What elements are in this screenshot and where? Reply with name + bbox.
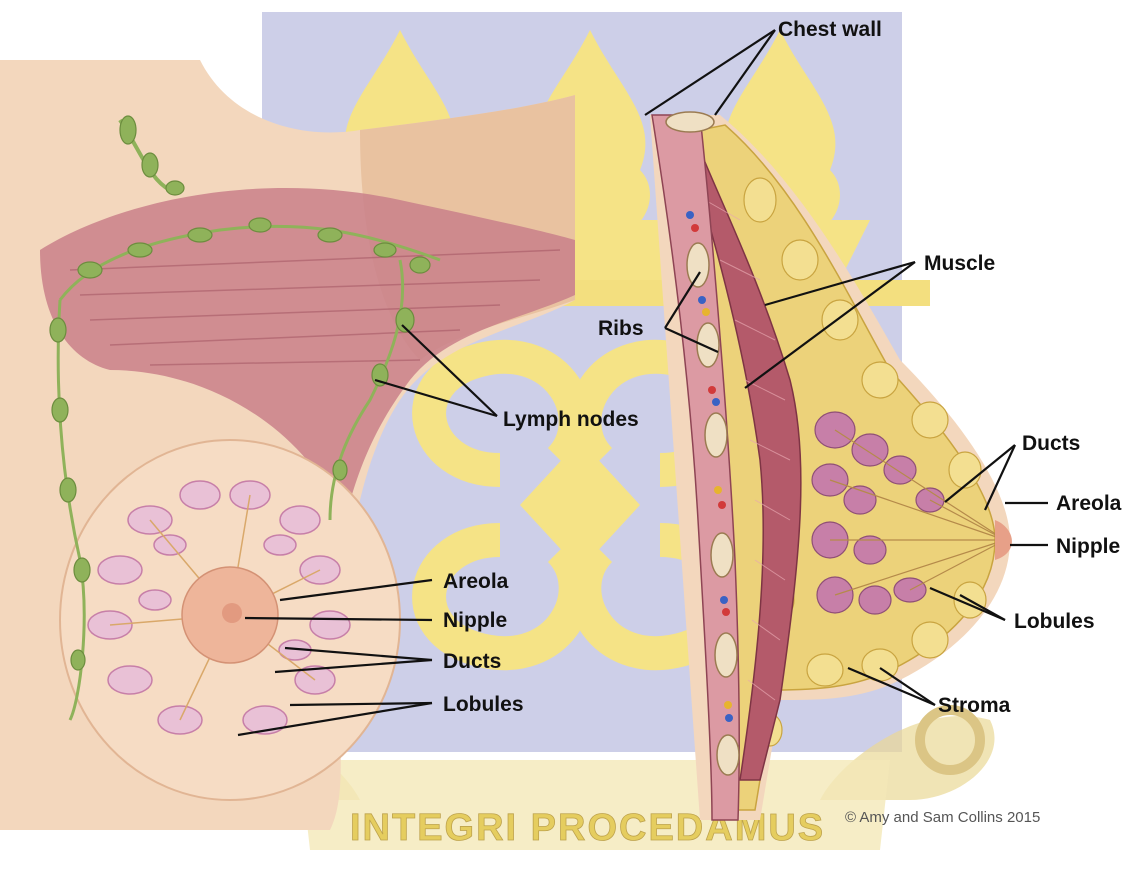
label-chest-wall: Chest wall xyxy=(778,18,882,41)
nipple-frontal xyxy=(222,603,242,623)
label-lobules-left: Lobules xyxy=(443,693,524,716)
label-ducts-right: Ducts xyxy=(1022,432,1080,455)
label-nipple-right: Nipple xyxy=(1056,535,1120,558)
credit-text: © Amy and Sam Collins 2015 xyxy=(845,809,1040,826)
label-nipple-left: Nipple xyxy=(443,609,507,632)
nipple-section xyxy=(995,520,1012,560)
label-lymph-nodes: Lymph nodes xyxy=(503,408,639,431)
label-areola-right: Areola xyxy=(1056,492,1122,515)
label-muscle: Muscle xyxy=(924,252,995,275)
label-areola-left: Areola xyxy=(443,570,509,593)
label-ribs: Ribs xyxy=(598,317,644,340)
label-ducts-left: Ducts xyxy=(443,650,501,673)
label-stroma: Stroma xyxy=(938,694,1011,717)
label-lobules-right: Lobules xyxy=(1014,610,1095,633)
